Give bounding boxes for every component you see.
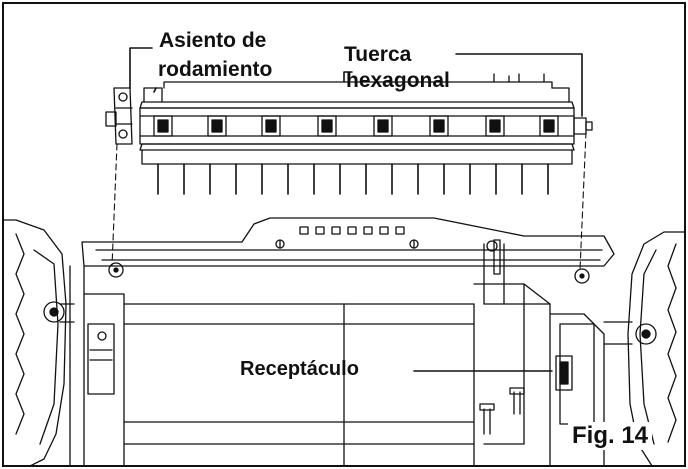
left-wheel [4,219,75,465]
bearing-seat-label-line1: Asiento de [159,29,267,52]
hex-nut [573,117,593,135]
figure-number: Fig. 14 [568,422,653,450]
receptacle-socket [555,355,573,391]
hex-nut-label-line2: hexagonal [346,69,450,92]
deck-slots [299,226,405,235]
callout-leaders [129,47,583,372]
reel-upper-comb [143,73,570,103]
reel-clips [153,115,559,137]
mower-body [69,217,615,465]
bearing-seat-label-line2: rodamiento [158,58,273,81]
assembly-guide-lines [111,131,587,271]
reel-tines [157,163,549,195]
reel-assembly [105,73,593,195]
technical-drawing [4,47,684,465]
receptacle-label: Receptáculo [240,358,359,380]
bearing-seat [105,87,133,145]
hex-nut-label-line1: Tuerca [344,43,412,66]
